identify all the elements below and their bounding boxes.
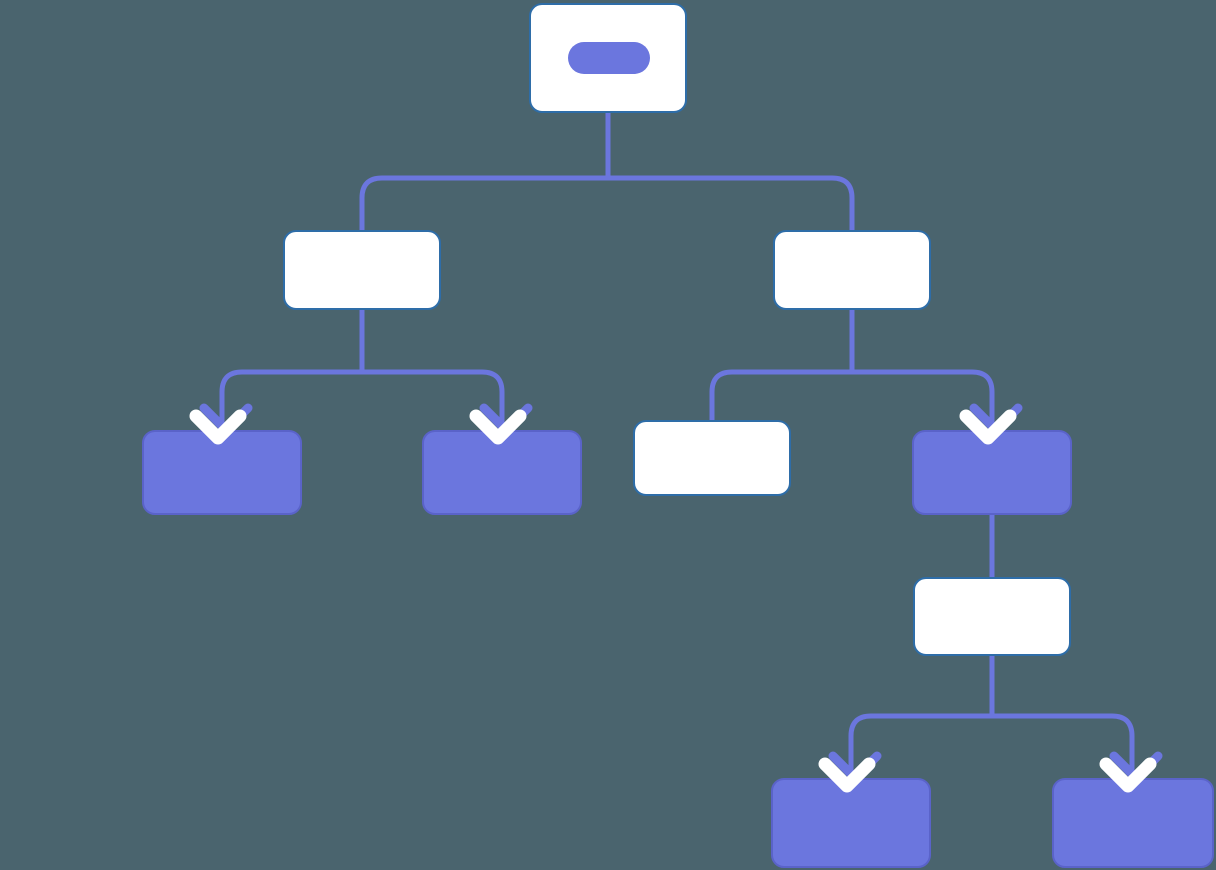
- edge-level2-left-to-node-a: [219, 310, 365, 436]
- level4-node[interactable]: [913, 577, 1071, 656]
- edge-level4-to-level5-left: [848, 713, 992, 784]
- edge-root-to-level2-left: [359, 175, 608, 310]
- level5-right-node[interactable]: [1052, 778, 1214, 868]
- root-pill-badge: [568, 42, 650, 74]
- level3-node-d[interactable]: [912, 430, 1072, 515]
- edge-level2-right-to-node-d: [852, 369, 995, 436]
- level3-node-b[interactable]: [422, 430, 582, 515]
- root-node[interactable]: [529, 3, 687, 113]
- edge-level4-to-level5-right: [992, 713, 1135, 784]
- level5-left-node[interactable]: [771, 778, 931, 868]
- level3-node-c[interactable]: [633, 420, 791, 496]
- edge-level2-right-to-node-c: [709, 310, 855, 420]
- level2-right-node[interactable]: [773, 230, 931, 310]
- level2-left-node[interactable]: [283, 230, 441, 310]
- level3-node-a[interactable]: [142, 430, 302, 515]
- edge-root-to-level2-right: [608, 175, 855, 310]
- edge-level2-left-to-node-b: [362, 369, 505, 436]
